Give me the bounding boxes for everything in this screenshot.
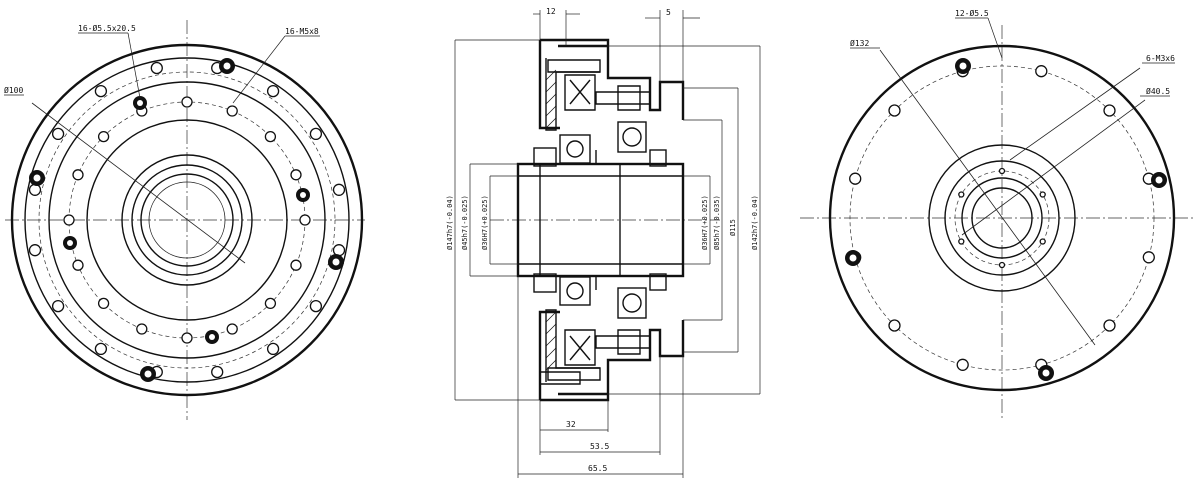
threaded-hole — [998, 261, 1006, 269]
outer-bolt-hole — [266, 342, 280, 356]
dim-bore-left: Ø36H7(+0.025) — [481, 195, 489, 250]
dim-top-right: 5 — [666, 8, 671, 17]
outer-bolt-hole — [51, 127, 65, 141]
dim-flange-dia: Ø45h7(-0.025) — [461, 195, 469, 250]
inner-bolt-hole — [264, 130, 277, 143]
section-hatching — [545, 69, 557, 371]
inner-bolt-hole — [299, 214, 311, 226]
outer-bolt-hole — [94, 342, 108, 356]
inner-bolt-hole — [290, 169, 302, 181]
inner-bolt-hole — [181, 96, 193, 108]
left-threads-label: 16-M5x8 — [285, 27, 319, 36]
section-view: 12 5 32 53.5 65.5 Ø147h7(-0.04) Ø45h7(-0… — [446, 7, 761, 478]
inner-bolt-hole — [264, 297, 277, 310]
dim-bottom-1: 32 — [566, 420, 576, 429]
inner-bolt-hole — [72, 169, 84, 181]
right-threads-label: 6-M3x6 — [1146, 54, 1175, 63]
outer-bolt-hole — [211, 365, 224, 379]
outer-bolt-hole — [51, 299, 65, 313]
left-bolt-holes — [28, 61, 346, 379]
inner-bolt-hole — [72, 259, 84, 271]
outer-bolt-hole — [332, 183, 346, 196]
inner-bolt-hole — [226, 105, 238, 117]
dim-bottom-3: 65.5 — [588, 464, 607, 473]
outer-bolt-hole — [1103, 104, 1116, 117]
inner-bolt-hole — [136, 323, 148, 335]
outer-bolt-hole — [150, 61, 163, 75]
outer-bolt-hole — [94, 84, 108, 98]
right-bolt-holes — [849, 65, 1155, 371]
dim-pcd: Ø115 — [729, 219, 737, 236]
inner-bolt-hole — [97, 297, 110, 310]
right-dark-holes — [845, 58, 1167, 381]
outer-bolt-hole — [888, 319, 901, 332]
inner-bolt-hole — [63, 214, 75, 226]
right-inner-pcd-label: Ø40.5 — [1146, 86, 1170, 96]
right-threaded-holes — [958, 167, 1046, 269]
outer-bolt-hole — [1103, 319, 1116, 332]
outer-bolt-hole — [1035, 65, 1048, 78]
dim-outer-dia: Ø147h7(-0.04) — [446, 195, 454, 250]
inner-bolt-hole — [290, 259, 302, 271]
dim-hub-dia: Ø85h7(-0.035) — [713, 195, 721, 250]
outer-bolt-hole — [956, 358, 969, 371]
right-front-view: 12-Ø5.5 Ø132 6-M3x6 Ø40.5 — [800, 8, 1195, 420]
left-pcd-label: Ø100 — [4, 85, 23, 95]
outer-bolt-hole — [28, 183, 42, 196]
inner-bolt-hole — [181, 332, 193, 344]
outer-bolt-hole — [28, 244, 42, 257]
dim-right-outer: Ø142h7(-0.04) — [751, 195, 759, 250]
outer-bolt-hole — [266, 84, 280, 98]
threaded-hole — [998, 167, 1006, 175]
outer-bolt-hole — [309, 127, 323, 141]
dim-top-left: 12 — [546, 7, 556, 16]
right-outer-dia-label: Ø132 — [850, 38, 869, 48]
left-bolt-holes-label: 16-Ø5.5x20.5 — [78, 23, 136, 33]
inner-bolt-hole — [226, 323, 238, 335]
dim-bore-right: Ø36H7(+0.025) — [701, 195, 709, 250]
threaded-hole — [1039, 191, 1046, 198]
outer-bolt-hole — [888, 104, 901, 117]
outer-bolt-hole — [1142, 251, 1155, 264]
threaded-hole — [1039, 238, 1046, 245]
dim-bottom-2: 53.5 — [590, 442, 609, 451]
left-threaded-holes — [29, 58, 344, 382]
right-holes-label: 12-Ø5.5 — [955, 8, 989, 18]
inner-bolt-hole — [97, 130, 110, 143]
threaded-hole — [958, 238, 965, 245]
threaded-hole — [958, 191, 965, 198]
outer-bolt-hole — [309, 299, 323, 313]
left-front-view: 16-Ø5.5x20.5 16-M5x8 Ø100 — [4, 20, 365, 420]
outer-bolt-hole — [849, 172, 862, 185]
